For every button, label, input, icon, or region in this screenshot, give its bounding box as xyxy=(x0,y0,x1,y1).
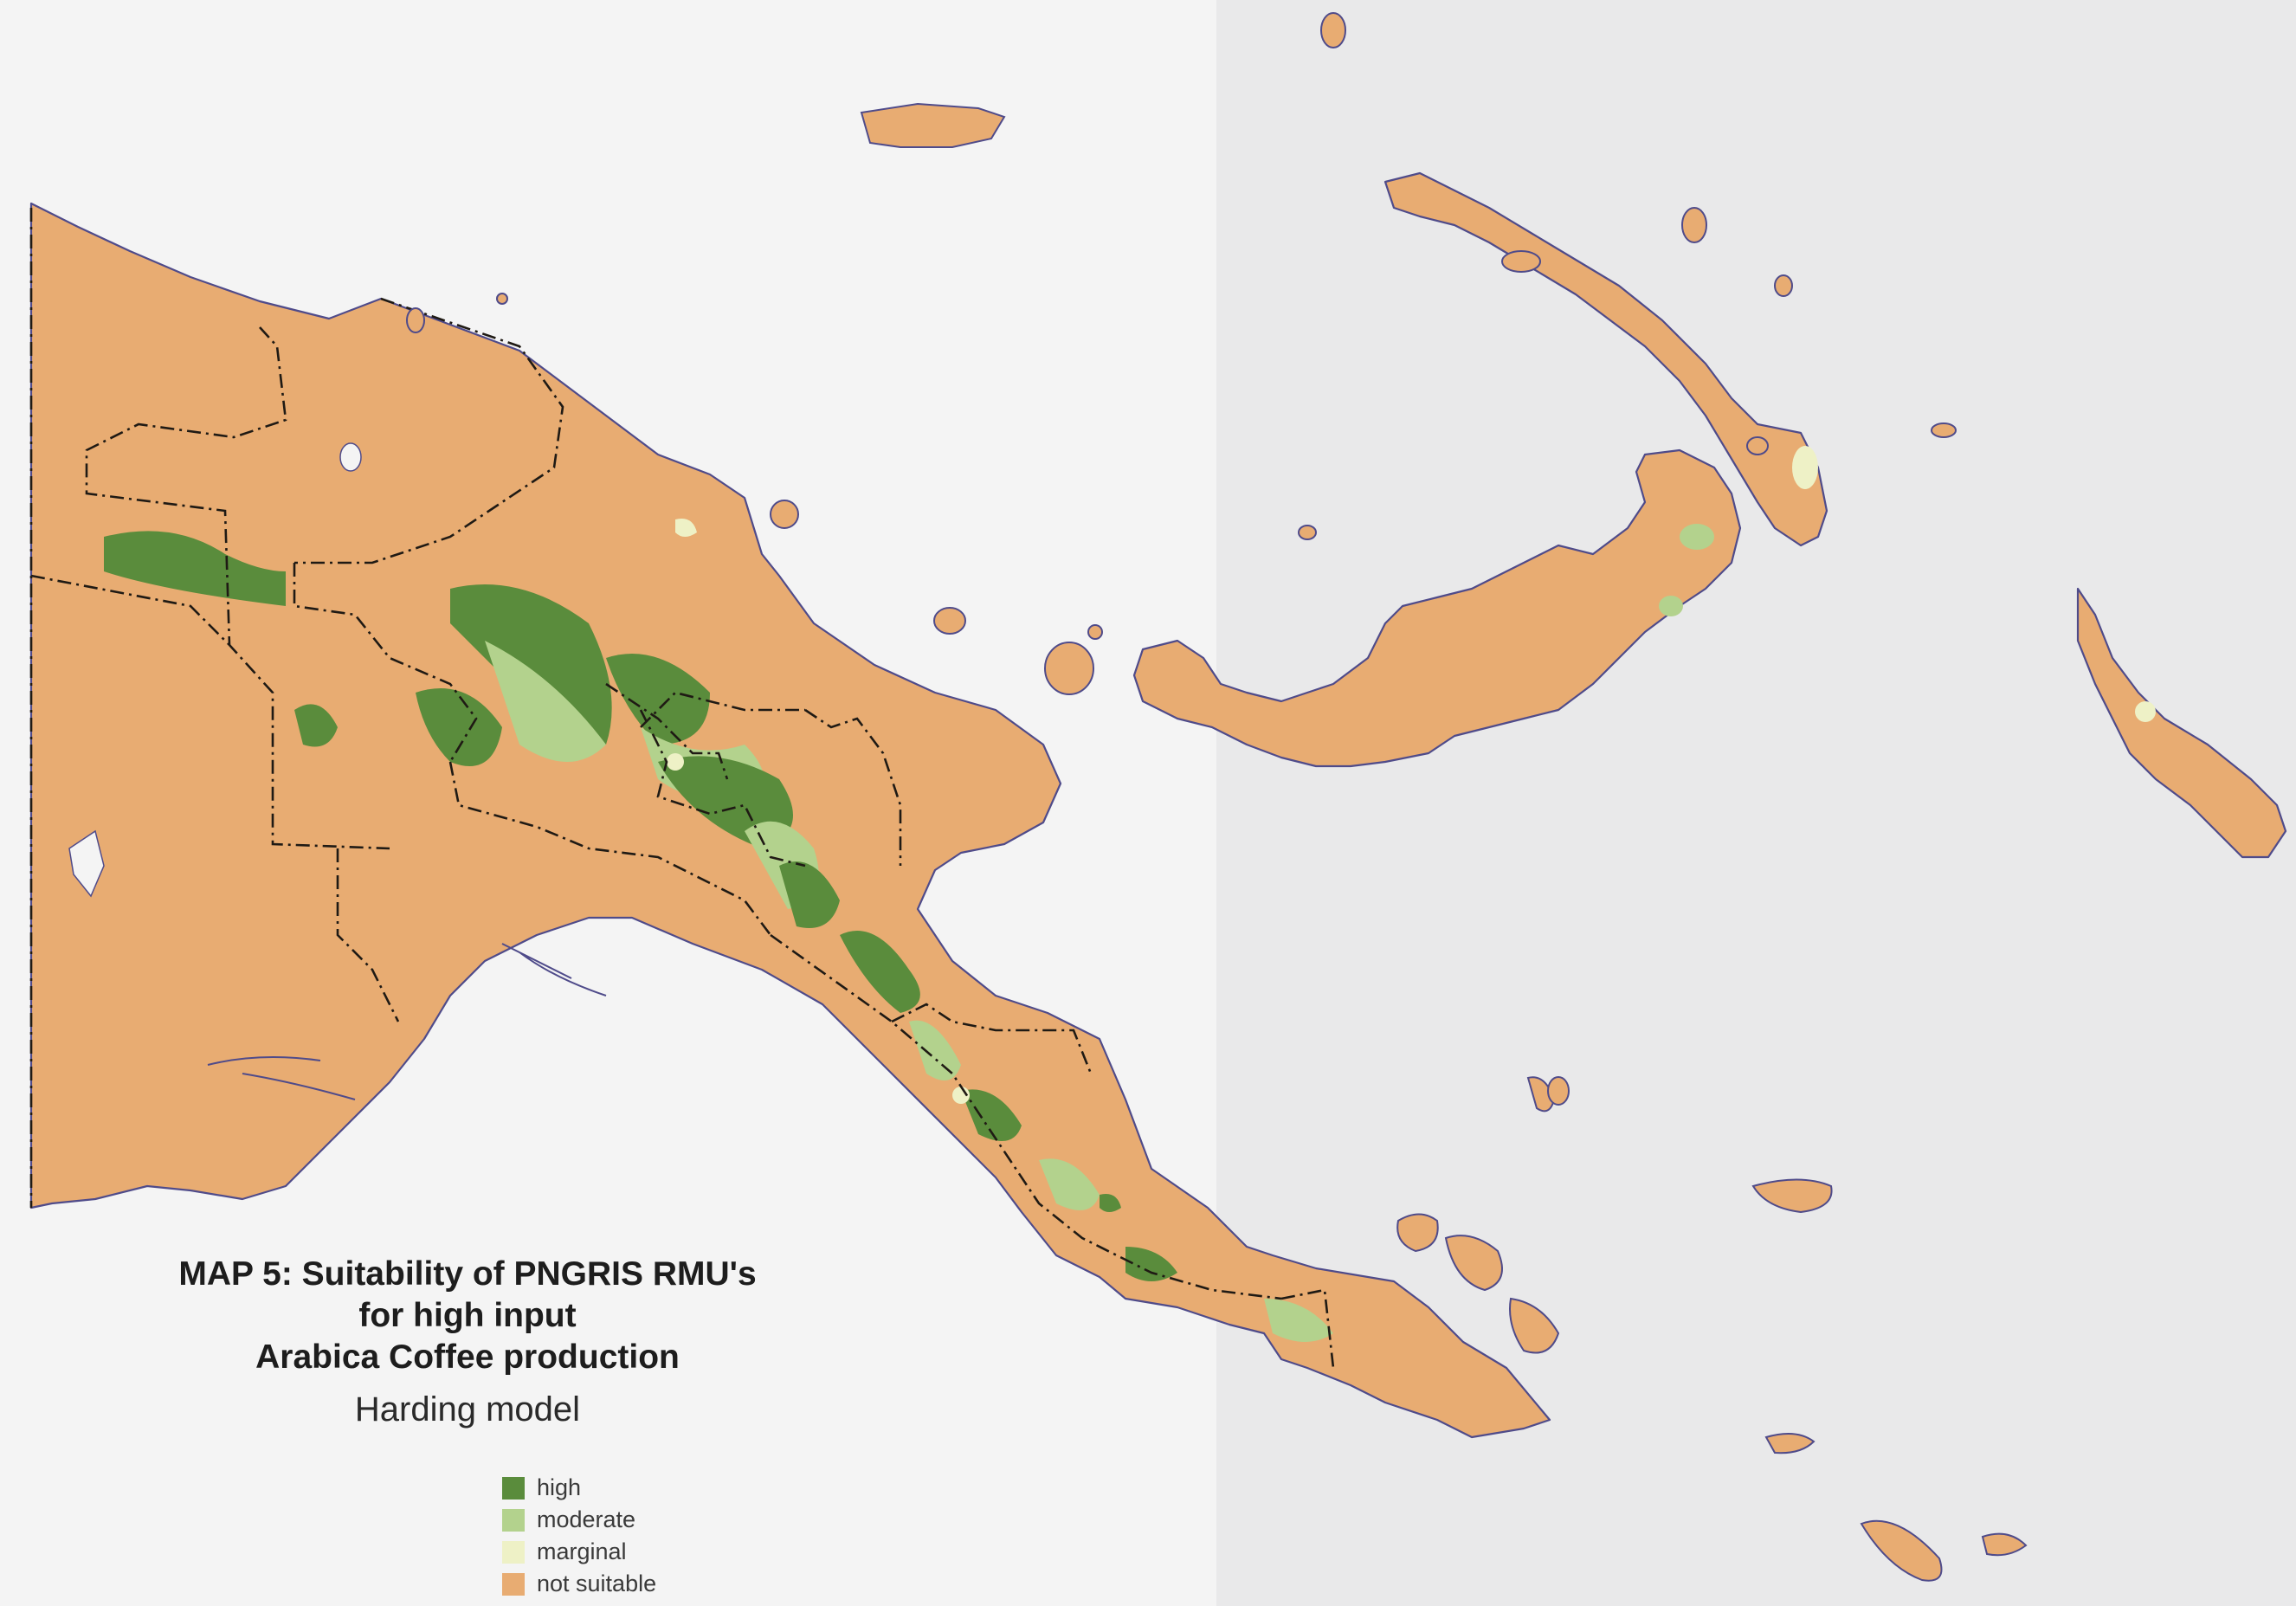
lake-west xyxy=(68,829,105,898)
normanby-island xyxy=(1509,1297,1560,1354)
new-britain-patch-2 xyxy=(1659,596,1683,616)
legend-label: moderate xyxy=(537,1506,636,1532)
legend-item-moderate: moderate xyxy=(502,1504,656,1536)
legend-item-not-suitable: not suitable xyxy=(502,1568,656,1600)
rossel-island xyxy=(1981,1532,2028,1557)
map-title-line-1: MAP 5: Suitability of PNGRIS RMU's xyxy=(178,1255,757,1293)
misima-island xyxy=(1764,1433,1816,1454)
legend-swatch-marginal xyxy=(502,1540,525,1564)
provincial-borders xyxy=(29,208,1335,1369)
map-title-block: MAP 5: Suitability of PNGRIS RMU's for h… xyxy=(130,1254,805,1434)
map-title-line-3: Arabica Coffee production xyxy=(255,1338,680,1376)
legend-swatch-not-suitable xyxy=(502,1572,525,1596)
fly-river-delta xyxy=(207,1056,356,1100)
small-islands xyxy=(406,12,1957,1106)
lake xyxy=(339,442,362,472)
map-title-line-2: for high input xyxy=(358,1297,577,1334)
legend-item-high: high xyxy=(502,1472,656,1504)
legend-item-marginal: marginal xyxy=(502,1536,656,1568)
new-britain-patch xyxy=(1680,524,1714,550)
bougainville-island xyxy=(2076,587,2287,859)
woodlark-island xyxy=(1751,1178,1833,1214)
legend-swatch-moderate xyxy=(502,1508,525,1532)
legend-swatch-high xyxy=(502,1476,525,1500)
tagula-island xyxy=(1860,1519,1943,1582)
legend-label: high xyxy=(537,1474,582,1500)
bougainville-patch xyxy=(2135,701,2156,722)
legend: high moderate marginal not suitable xyxy=(502,1472,656,1600)
legend-label: not suitable xyxy=(537,1571,657,1596)
sepik-delta xyxy=(501,943,607,996)
goodenough-island xyxy=(1396,1213,1439,1253)
legend-label: marginal xyxy=(537,1538,627,1564)
manus-island xyxy=(860,102,1006,148)
suitability-patches xyxy=(104,519,1333,1342)
fergusson-island xyxy=(1444,1235,1503,1292)
new-ireland-patch xyxy=(1792,446,1818,489)
map-subtitle: Harding model xyxy=(354,1390,581,1429)
new-britain-island xyxy=(1132,448,1742,768)
